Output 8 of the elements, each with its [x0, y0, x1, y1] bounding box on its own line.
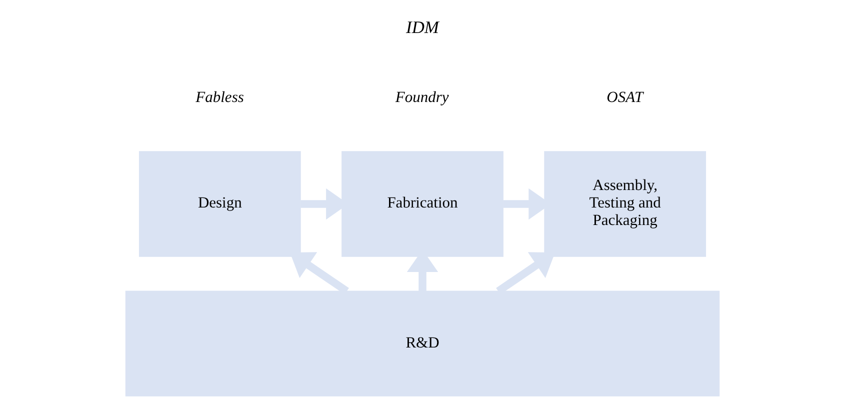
node-box: Assembly, Testing and Packaging: [544, 151, 706, 257]
node-label: Foundry: [395, 89, 449, 106]
node-label: Fabless: [196, 89, 244, 106]
node-box: R&D: [125, 290, 720, 396]
label: IDM: [406, 16, 439, 37]
node-box: Fabrication: [342, 151, 504, 257]
node-box: Design: [138, 151, 301, 257]
node-label: OSAT: [606, 89, 644, 106]
